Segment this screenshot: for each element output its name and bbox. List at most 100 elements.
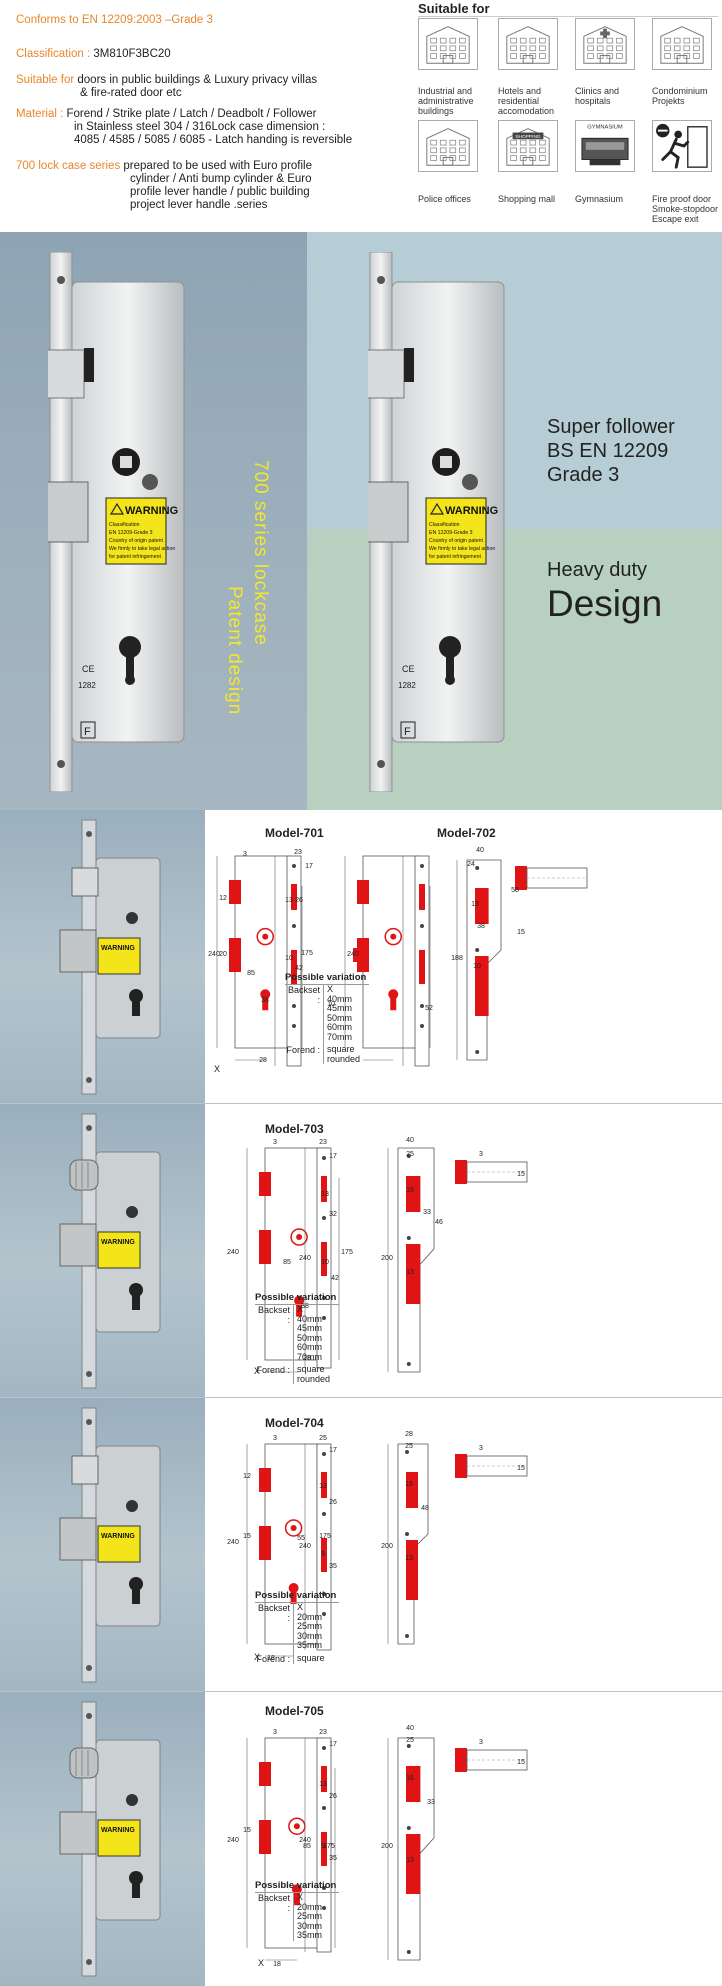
strike-latch-red xyxy=(406,1176,421,1212)
latch-cutout-red xyxy=(321,1176,327,1202)
dimension-label: 28 xyxy=(259,1057,267,1064)
screw-hole xyxy=(322,1612,326,1616)
follower-centre xyxy=(390,933,397,940)
forend-value: square xyxy=(297,1652,325,1663)
cylinder-red-bottom xyxy=(293,1889,300,1906)
dimension-label: 40 xyxy=(406,1725,414,1732)
cylinder-hole-bottom xyxy=(132,1290,140,1310)
building-door xyxy=(442,55,454,64)
suitable-icon-box xyxy=(575,18,635,70)
lock-photo: WARNING xyxy=(59,1407,161,1683)
dimension-label: 18 xyxy=(273,1961,281,1968)
dimension-label: 58 xyxy=(511,887,519,894)
screw-hole xyxy=(322,1806,326,1810)
building-window xyxy=(673,45,681,52)
forend-value: rounded xyxy=(327,1053,361,1064)
dimension-label: 200 xyxy=(381,1255,393,1262)
dimension-label: 25 xyxy=(406,1151,414,1158)
strike-deadbolt-red xyxy=(406,1244,421,1304)
follower-hole xyxy=(126,1500,138,1512)
ce-number: 1282 xyxy=(78,681,96,690)
follower-circle xyxy=(384,927,402,946)
follower-hole xyxy=(126,1794,138,1806)
cylinder-red-bottom xyxy=(390,994,397,1011)
suitable-icon-box xyxy=(652,120,712,172)
cylinder-hole-bottom xyxy=(132,1584,140,1604)
cylinder-hole-end xyxy=(445,675,455,685)
dimension-label: 52 xyxy=(425,1005,433,1012)
dimension-label: X xyxy=(258,1958,264,1968)
latch-red xyxy=(357,880,369,904)
deadbolt xyxy=(59,1811,97,1855)
dimension-label: 23 xyxy=(294,849,302,856)
condominium-icon xyxy=(660,26,704,64)
follower-square xyxy=(120,456,132,468)
model-title: Model-705 xyxy=(265,1704,324,1718)
screw-hole xyxy=(292,1004,296,1008)
building-window xyxy=(587,53,594,59)
spacer xyxy=(323,1042,369,1045)
dimension-label: 240 xyxy=(227,1539,239,1546)
suitable-caption: Shopping mall xyxy=(498,194,556,204)
building-window xyxy=(693,45,700,52)
screw-hole xyxy=(86,831,92,837)
suitable-caption: Fire proof door Smoke-stopdoor Escape ex… xyxy=(652,194,719,224)
gym-machine-top xyxy=(585,142,625,150)
latch-bolt xyxy=(71,1455,99,1485)
dimension-label: 240 xyxy=(347,951,359,958)
strike-deadbolt-red xyxy=(406,1540,418,1600)
backset-label: Backset : xyxy=(257,1603,290,1623)
latch-red xyxy=(229,880,241,904)
hero-line-1: Super follower xyxy=(547,416,675,438)
forend-label: Forend : xyxy=(286,1045,320,1055)
dimension-label: X xyxy=(254,1366,260,1376)
dimension-label: 10 xyxy=(321,1259,329,1266)
building-outline xyxy=(583,26,627,64)
warning-line: Classification xyxy=(109,522,140,528)
gym-sign: GYMNASIUM xyxy=(587,125,623,131)
follower-circle xyxy=(290,1228,308,1246)
building-window xyxy=(449,45,457,52)
building-window xyxy=(510,139,517,146)
backset-value: 50mm xyxy=(327,1012,353,1023)
no-entry-bar xyxy=(657,129,668,132)
suitable-icon-box: SHOPPING xyxy=(498,120,558,172)
ce-mark: CE xyxy=(402,664,415,674)
spec-conforms: Conforms to EN 12209:2003 –Grade 3 xyxy=(16,14,213,26)
dimension-label: 15 xyxy=(243,1533,251,1540)
screw-hole xyxy=(322,1906,326,1910)
suitable-icon-box xyxy=(418,120,478,172)
deadbolt xyxy=(59,1517,97,1561)
dimension-label: 240 xyxy=(299,1255,311,1262)
building-window xyxy=(439,37,447,44)
suitable-icon-box xyxy=(418,18,478,70)
backset-value: 70mm xyxy=(297,1351,323,1362)
knob-grip xyxy=(75,1750,89,1776)
dimension-label: 20 xyxy=(219,951,227,958)
building-outline xyxy=(506,26,550,64)
fixing-hole xyxy=(142,474,158,490)
dimension-label: 15 xyxy=(517,1171,525,1178)
building-window xyxy=(449,37,457,44)
bolt-red xyxy=(455,1748,467,1772)
screw-hole xyxy=(86,1125,92,1131)
deadbolt xyxy=(59,929,97,973)
forend-value: square xyxy=(327,1044,355,1054)
dimension-label: X xyxy=(254,1652,260,1662)
dimension-label: 13 xyxy=(406,1269,414,1276)
ce-mark: CE xyxy=(82,664,95,674)
deadbolt-cutout-red xyxy=(321,1832,327,1866)
